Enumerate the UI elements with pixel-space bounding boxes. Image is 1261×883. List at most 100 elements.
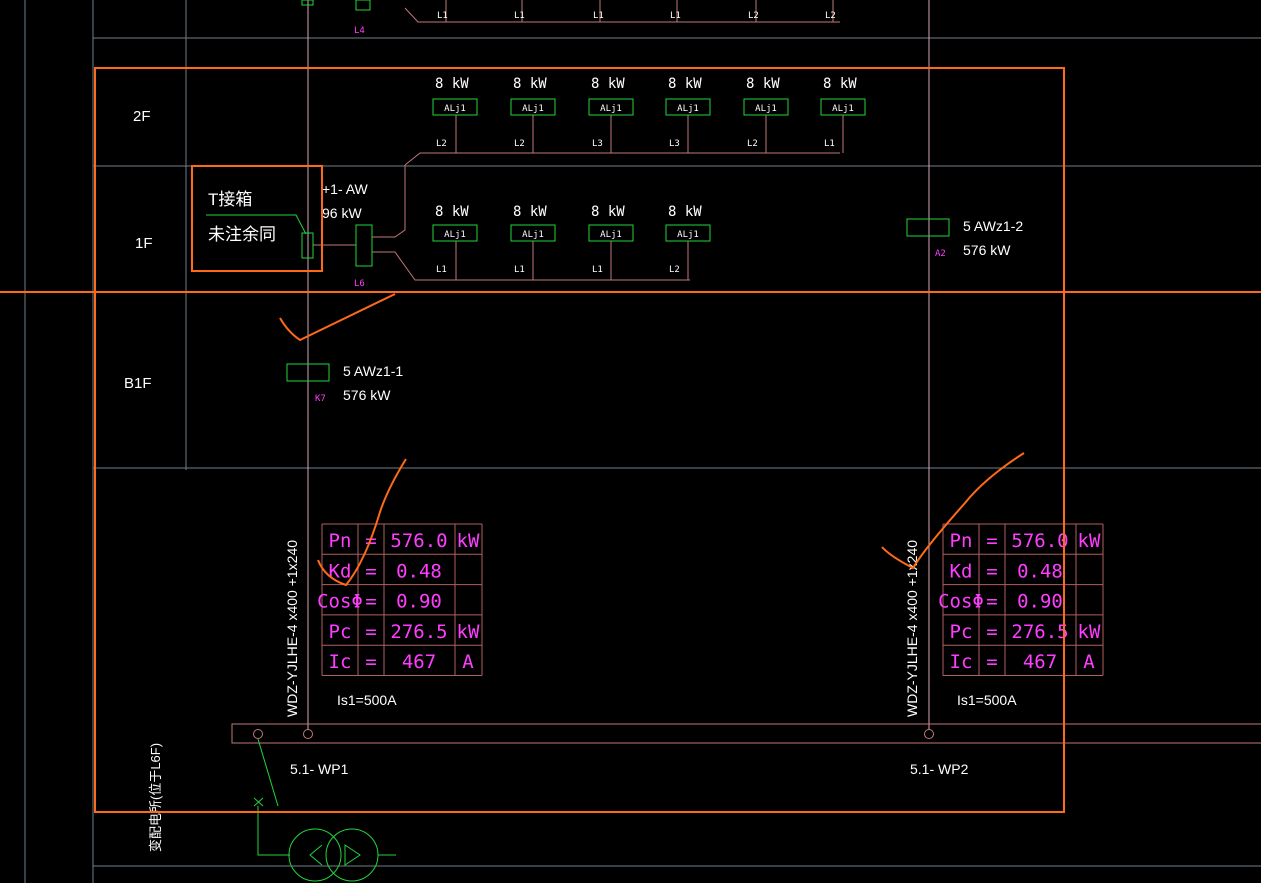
awz1-2-tag: A2: [935, 249, 946, 259]
row-2f-power-1: 8 kW: [513, 76, 547, 92]
calc-left-sym-4: Ic: [329, 651, 352, 673]
top-row-phase-3: L1: [670, 11, 681, 21]
row-2f-alj1-box-5[interactable]: [820, 98, 866, 116]
row-2f-phase-4: L2: [747, 139, 758, 149]
calc-right-unit-4: A: [1083, 651, 1095, 673]
feeder-label-wp2: 5.1- WP2: [910, 761, 969, 777]
row-2f-power-0: 8 kW: [435, 76, 469, 92]
cable-label-right: WDZ-YJLHE-4 x400 +1x240: [904, 540, 920, 717]
floor-label-1f: 1F: [135, 235, 153, 252]
note-line-2: 未注余同: [208, 225, 276, 244]
main-breaker: [253, 738, 290, 856]
row-2f-phase-5: L1: [824, 139, 835, 149]
awz1-1-power: 576 kW: [343, 387, 391, 403]
calc-right-sym-2: CosΦ: [938, 591, 984, 613]
awz1-1-tag: K7: [315, 394, 326, 404]
calc-left-eq-2: =: [365, 591, 376, 613]
calc-right-val-0: 576.0: [1011, 530, 1068, 552]
top-row-phase-5: L2: [825, 11, 836, 21]
calc-left-unit-4: A: [462, 651, 474, 673]
calc-left-unit-3: kW: [457, 621, 480, 643]
note-box: [191, 165, 323, 272]
row-2f-alj1-box-3[interactable]: [665, 98, 711, 116]
row-1f-box-label-0: ALj1: [444, 230, 466, 240]
top-row-circuits: [301, 0, 840, 23]
row-1f-alj1-box-0[interactable]: [432, 224, 478, 242]
calc-left-sym-1: Kd: [329, 560, 352, 582]
row-1f-box-label-3: ALj1: [677, 230, 699, 240]
row-1f-phase-3: L2: [669, 265, 680, 275]
row-2f-power-5: 8 kW: [823, 76, 857, 92]
panel-1-aw-tag: L6: [354, 279, 365, 289]
panel-1-aw-name: +1- AW: [322, 181, 369, 197]
row-1f-alj1-box-1[interactable]: [510, 224, 556, 242]
row-1f-power-0: 8 kW: [435, 204, 469, 220]
calc-right-unit-0: kW: [1078, 530, 1101, 552]
awz1-1-panel[interactable]: [286, 363, 330, 382]
calc-left-val-2: 0.90: [396, 591, 442, 613]
calc-left-sym-3: Pc: [329, 621, 352, 643]
row-1f-box-label-2: ALj1: [600, 230, 622, 240]
floor-label-2f: 2F: [133, 108, 151, 125]
row-2f-alj1-box-0[interactable]: [432, 98, 478, 116]
awz1-2-panel[interactable]: [906, 218, 950, 237]
row-1f-power-2: 8 kW: [591, 204, 625, 220]
cable-label-left: WDZ-YJLHE-4 x400 +1x240: [284, 540, 300, 717]
calc-left-sym-0: Pn: [329, 530, 352, 552]
calc-right-eq-4: =: [986, 651, 997, 673]
note-leader: [206, 214, 307, 235]
row-2f-box-label-0: ALj1: [444, 104, 466, 114]
panel-1-aw[interactable]: [355, 224, 373, 267]
calc-right-eq-2: =: [986, 591, 997, 613]
calc-right-sym-0: Pn: [950, 530, 973, 552]
calc-left-eq-1: =: [365, 560, 376, 582]
top-row-tag: L4: [354, 26, 365, 36]
calc-right-unit-3: kW: [1078, 621, 1101, 643]
calc-right-sym-3: Pc: [950, 621, 973, 643]
substation-label: 变配电所(位于L6F): [148, 743, 163, 852]
current-setting-right: Is1=500A: [957, 692, 1017, 708]
row-1f-power-3: 8 kW: [668, 204, 702, 220]
row-2f-box-label-1: ALj1: [522, 104, 544, 114]
calc-left-val-0: 576.0: [390, 530, 447, 552]
calc-left-unit-0: kW: [457, 530, 480, 552]
transformer-icon: [288, 828, 396, 882]
row-2f-box-label-2: ALj1: [600, 104, 622, 114]
awz1-2-power: 576 kW: [963, 242, 1011, 258]
row-2f-power-4: 8 kW: [746, 76, 780, 92]
panel-1-aw-power: 96 kW: [322, 205, 362, 221]
row-1f-phase-0: L1: [436, 265, 447, 275]
row-2f-box-label-4: ALj1: [755, 104, 777, 114]
calc-right-eq-0: =: [986, 530, 997, 552]
row-1f-power-1: 8 kW: [513, 204, 547, 220]
row-2f-phase-0: L2: [436, 139, 447, 149]
row-2f-power-3: 8 kW: [668, 76, 702, 92]
top-row-phase-4: L2: [748, 11, 759, 21]
grid-lines: [24, 0, 1261, 883]
row-1f-wires: [313, 165, 690, 281]
row-2f-power-2: 8 kW: [591, 76, 625, 92]
row-2f-wires: [404, 115, 844, 166]
current-setting-left: Is1=500A: [337, 692, 397, 708]
row-2f-alj1-box-1[interactable]: [510, 98, 556, 116]
row-2f-alj1-box-2[interactable]: [588, 98, 634, 116]
calc-right-eq-1: =: [986, 560, 997, 582]
calc-left-val-1: 0.48: [396, 560, 442, 582]
calc-left-eq-4: =: [365, 651, 376, 673]
bus-node-right: [924, 729, 934, 739]
calc-right-eq-3: =: [986, 621, 997, 643]
calc-right-val-3: 276.5: [1011, 621, 1068, 643]
top-row-phase-0: L1: [437, 11, 448, 21]
row-2f-alj1-box-4[interactable]: [743, 98, 789, 116]
row-1f-alj1-box-3[interactable]: [665, 224, 711, 242]
row-2f-box-label-3: ALj1: [677, 104, 699, 114]
awz1-1-name: 5 AWz1-1: [343, 363, 403, 379]
row-1f-phase-2: L1: [592, 265, 603, 275]
row-1f-alj1-box-2[interactable]: [588, 224, 634, 242]
row-2f-phase-1: L2: [514, 139, 525, 149]
t-junction-box[interactable]: [301, 232, 314, 259]
row-1f-box-label-1: ALj1: [522, 230, 544, 240]
